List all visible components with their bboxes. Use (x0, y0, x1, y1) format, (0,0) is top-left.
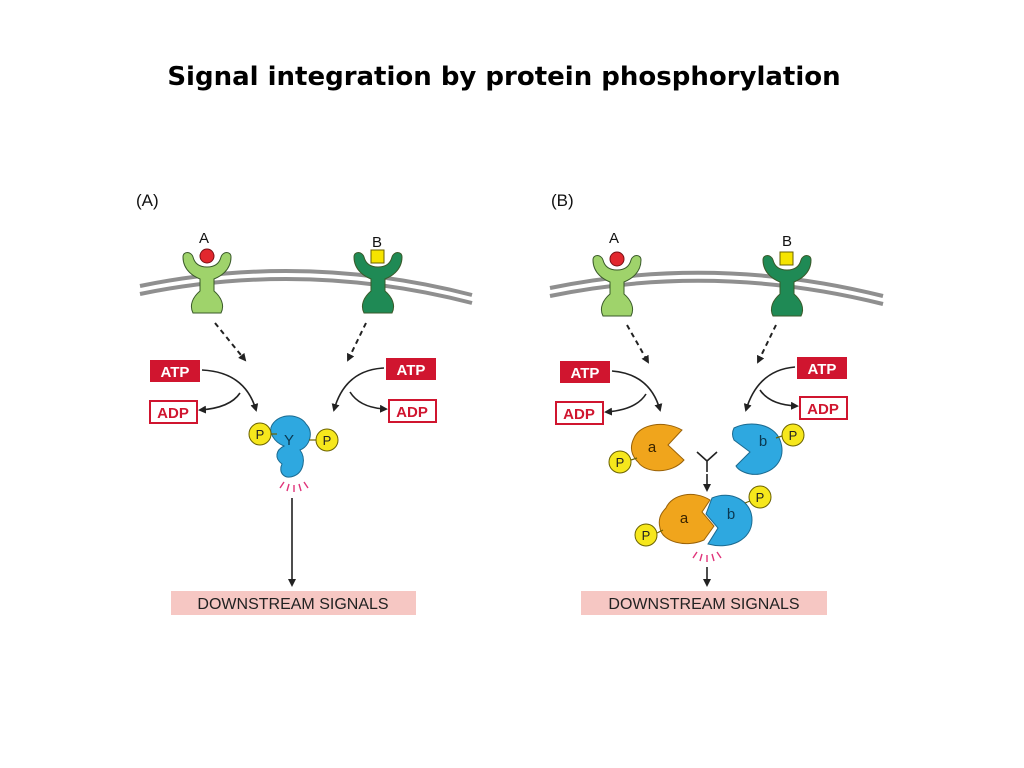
panel-b-label: (B) (551, 191, 574, 210)
subunit-b-label: b (759, 433, 767, 450)
receptor-a-label: A (609, 230, 619, 247)
downstream-signals-b: DOWNSTREAM SIGNALS (581, 591, 827, 615)
receptor-b-label: B (782, 233, 792, 250)
receptor-a-label: A (199, 230, 209, 247)
receptor-a: A (182, 230, 232, 314)
atp-adp-left: ATP ADP (149, 360, 259, 424)
atp-adp-left: ATP ADP (555, 361, 663, 425)
svg-text:P: P (616, 455, 625, 470)
signal-arrow-b (347, 322, 367, 362)
receptor-a: A (592, 230, 642, 317)
svg-text:P: P (756, 490, 765, 505)
cell-membrane (139, 269, 473, 305)
ligand-b-signal (370, 249, 385, 264)
signal-arrow-b (757, 324, 777, 364)
adp-left-label: ADP (563, 406, 595, 423)
slide-title: Signal integration by protein phosphoryl… (167, 62, 841, 92)
kinase-subunit-a: a (630, 423, 685, 472)
receptor-b: B (762, 233, 812, 317)
atp-left-label: ATP (161, 364, 190, 381)
atp-right-label: ATP (808, 361, 837, 378)
panel-b: (B) A B ATP ADP ATP (549, 191, 884, 615)
svg-text:P: P (789, 428, 798, 443)
complex-phosphate-a: P (634, 523, 664, 547)
subunit-a-label: a (648, 439, 657, 456)
receptor-b-label: B (372, 234, 382, 251)
ligand-b-signal (779, 251, 794, 266)
downstream-signals-a: DOWNSTREAM SIGNALS (171, 591, 416, 615)
svg-text:P: P (323, 433, 332, 448)
complex-a-label: a (680, 510, 689, 527)
kinase-subunit-b: b (732, 423, 783, 475)
target-protein-label: Y (284, 432, 294, 449)
ligand-a-signal (609, 251, 625, 267)
svg-text:DOWNSTREAM SIGNALS: DOWNSTREAM SIGNALS (197, 596, 388, 613)
phosphate-a: P (608, 450, 638, 474)
signal-arrow-a (626, 324, 649, 364)
phosphate-b: P (775, 423, 805, 447)
complex-b-label: b (727, 506, 735, 523)
target-protein-y (696, 451, 718, 472)
target-protein-y: Y (270, 415, 311, 493)
adp-right-label: ADP (396, 404, 428, 421)
phosphate-left: P (248, 422, 277, 446)
complex-phosphate-b: P (744, 485, 772, 509)
atp-left-label: ATP (571, 365, 600, 382)
panel-a: (A) A B ATP ADP (136, 191, 473, 615)
svg-text:DOWNSTREAM SIGNALS: DOWNSTREAM SIGNALS (608, 596, 799, 613)
signal-arrow-a (214, 322, 247, 362)
atp-adp-right: ATP ADP (743, 357, 848, 420)
atp-right-label: ATP (397, 362, 426, 379)
svg-text:P: P (256, 427, 265, 442)
receptor-b: B (353, 234, 403, 314)
adp-left-label: ADP (157, 405, 189, 422)
phosphate-right: P (309, 428, 339, 452)
adp-right-label: ADP (807, 401, 839, 418)
cell-membrane (549, 270, 884, 306)
atp-adp-right: ATP ADP (331, 358, 437, 423)
kinase-complex: a b (658, 493, 753, 563)
svg-text:P: P (642, 528, 651, 543)
ligand-a-signal (199, 248, 215, 264)
panel-a-label: (A) (136, 191, 159, 210)
